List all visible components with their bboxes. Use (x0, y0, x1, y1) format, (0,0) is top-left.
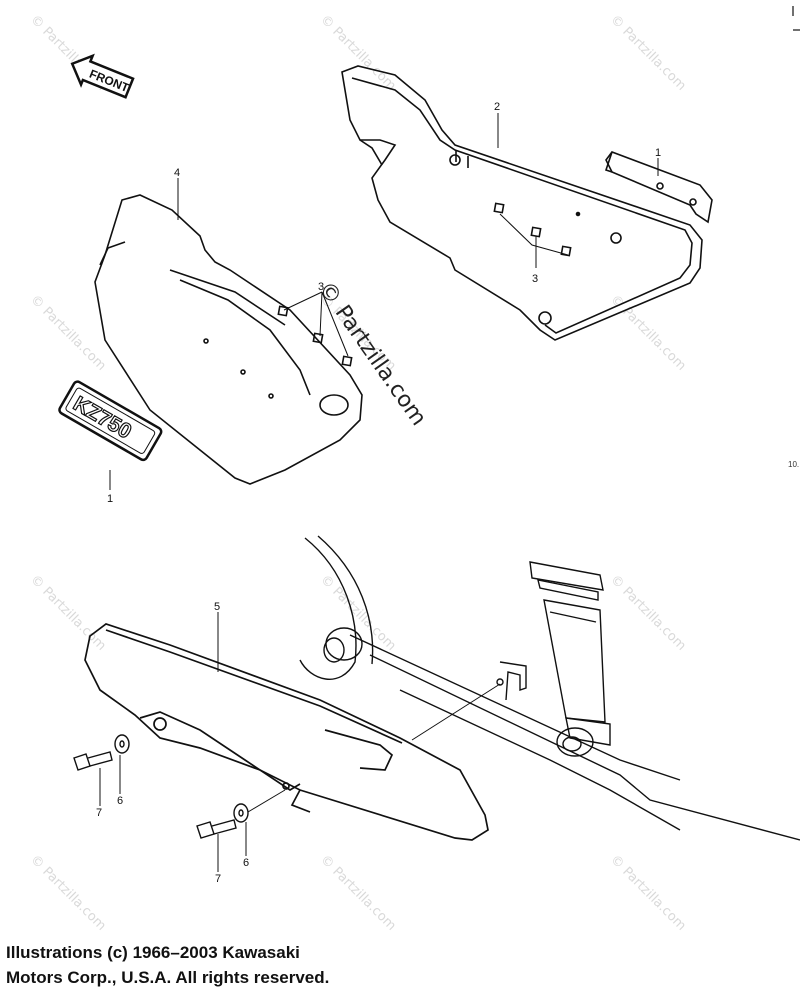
leader-lines-3-right (499, 213, 569, 268)
bolt-right (196, 819, 237, 839)
edge-number: 10. (788, 460, 800, 469)
watermark-tile: © Partzilla.com (317, 12, 399, 94)
copyright-footer: Illustrations (c) 1966–2003 Kawasaki Mot… (6, 940, 329, 990)
watermark-tile: © Partzilla.com (317, 852, 399, 934)
bracket-part-1 (604, 151, 713, 224)
washer-leader-line (247, 789, 286, 813)
callout-6-left: 6 (117, 795, 123, 807)
watermark-tile: © Partzilla.com (27, 572, 109, 654)
callout-7-right: 7 (215, 873, 221, 885)
watermark-tile: © Partzilla.com (607, 12, 689, 94)
washer-left (114, 734, 130, 754)
frame-background (299, 535, 800, 841)
callout-1-top: 1 (655, 147, 661, 159)
callout-1-bottom: 1 (107, 493, 113, 505)
left-side-cover (94, 194, 363, 485)
bracket-leader-line (411, 683, 501, 741)
watermark-tile: © Partzilla.com (27, 852, 109, 934)
watermark-tile: © Partzilla.com (27, 292, 109, 374)
leader-lines-3-left (283, 291, 349, 357)
callout-3-right: 3 (532, 273, 538, 285)
chain-case (84, 623, 489, 841)
callout-6-right: 6 (243, 857, 249, 869)
watermark-tile: © Partzilla.com (607, 572, 689, 654)
callout-3-left: 3 (318, 281, 324, 293)
footer-line-1: Illustrations (c) 1966–2003 Kawasaki (6, 943, 300, 962)
kz750-emblem: KZ750 (58, 380, 163, 462)
footer-line-2: Motors Corp., U.S.A. All rights reserved… (6, 968, 330, 987)
bolt-left (73, 751, 113, 771)
callout-leaders (99, 113, 659, 872)
watermark-tile: © Partzilla.com (607, 852, 689, 934)
edge-marks (792, 6, 800, 31)
watermark-grid: © Partzilla.com © Partzilla.com © Partzi… (27, 12, 689, 934)
callout-5: 5 (214, 601, 220, 613)
right-side-cover (341, 65, 703, 341)
watermark-tile: © Partzilla.com (317, 572, 399, 654)
callout-numbers: 2 1 3 4 3 1 5 6 7 6 7 (96, 101, 661, 885)
callout-4: 4 (174, 167, 180, 179)
callout-2: 2 (494, 101, 500, 113)
callout-7-left: 7 (96, 807, 102, 819)
washer-right (233, 803, 249, 823)
shock-absorber (529, 561, 611, 757)
chain-case-bracket (496, 661, 527, 701)
